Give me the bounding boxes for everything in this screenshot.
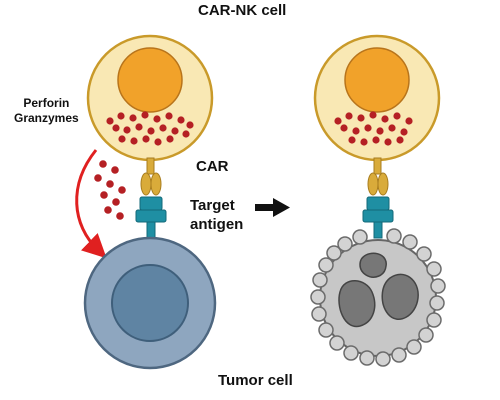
perforin-granzymes-label: Perforin Granzymes <box>14 96 79 126</box>
nk-nucleus-right <box>344 47 410 113</box>
target-label-line1: Target <box>190 197 235 214</box>
target-label-line2: antigen <box>190 216 244 233</box>
nk-cell-label: CAR-NK cell <box>198 2 287 19</box>
car-receptor-left <box>140 157 162 196</box>
granules-left <box>106 111 194 146</box>
apoptotic-blebs <box>310 228 446 367</box>
tumor-cell-label: Tumor cell <box>218 372 293 389</box>
target-antigen-right <box>362 196 394 239</box>
target-antigen-left <box>135 196 167 239</box>
released-granules <box>94 160 126 220</box>
granzymes-label: Granzymes <box>14 111 79 125</box>
car-receptor-right <box>367 157 389 196</box>
dying-tumor-cell <box>310 228 446 367</box>
tumor-cell <box>83 236 217 370</box>
nuclear-fragments <box>338 252 419 328</box>
tumor-nucleus <box>111 264 189 342</box>
perforin-label: Perforin <box>23 96 70 110</box>
car-label: CAR <box>196 158 229 175</box>
left-nk-cell <box>86 34 214 162</box>
transition-arrow <box>255 198 290 217</box>
granules-right <box>334 111 413 146</box>
release-arrow <box>75 149 107 259</box>
right-nk-cell <box>313 34 441 162</box>
nk-nucleus-left <box>117 47 183 113</box>
target-antigen-label: Target antigen <box>190 196 243 234</box>
